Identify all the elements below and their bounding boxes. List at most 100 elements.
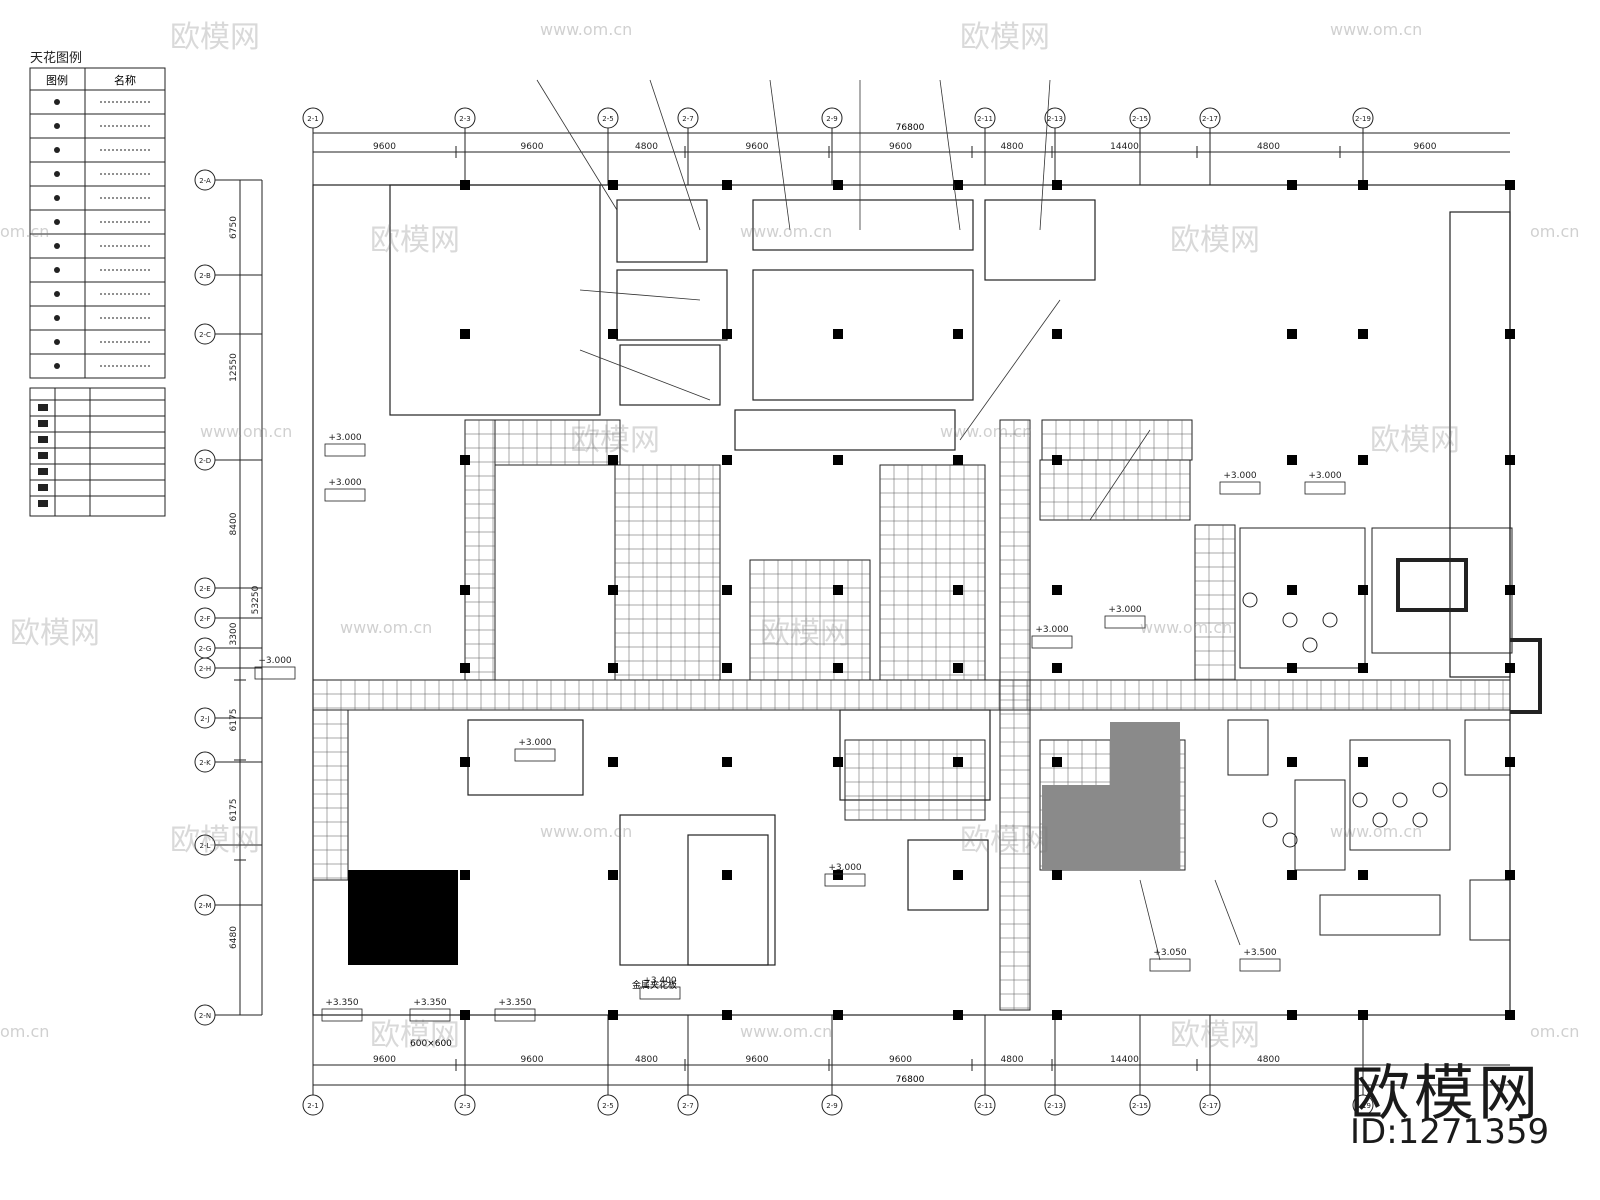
level-tag-box bbox=[254, 666, 296, 680]
ceiling-tile-zone bbox=[1194, 524, 1236, 681]
tile-size-note: 600×600 bbox=[410, 1039, 452, 1049]
dimension-label: 4800 bbox=[1001, 1055, 1024, 1065]
legend-header-symbol: 图例 bbox=[46, 73, 68, 87]
legend-symbol-icon bbox=[54, 243, 60, 249]
legend2-symbol-icon bbox=[38, 452, 48, 459]
structural-column bbox=[608, 455, 618, 465]
equipment-symbol bbox=[1262, 812, 1278, 828]
dimension-label: 6480 bbox=[229, 926, 239, 949]
structural-column bbox=[833, 585, 843, 595]
structural-column bbox=[1505, 180, 1515, 190]
structural-column bbox=[722, 870, 732, 880]
legend-symbol-icon bbox=[54, 219, 60, 225]
structural-column bbox=[1052, 329, 1062, 339]
structural-column bbox=[460, 329, 470, 339]
structural-column bbox=[1287, 757, 1297, 767]
level-tag-label: +3.000 bbox=[828, 863, 862, 873]
structural-column bbox=[1287, 180, 1297, 190]
structural-column bbox=[1358, 1010, 1368, 1020]
level-tag-label: +3.500 bbox=[1243, 948, 1277, 958]
grid-bubble-label: 2-9 bbox=[826, 115, 837, 123]
structural-column bbox=[722, 1010, 732, 1020]
dimension-label: 12550 bbox=[229, 353, 239, 382]
structural-column bbox=[833, 870, 843, 880]
structural-column bbox=[1287, 1010, 1297, 1020]
level-tag-label: +3.050 bbox=[1153, 948, 1187, 958]
dimension-label: 9600 bbox=[373, 1055, 396, 1065]
level-tag-box bbox=[1219, 481, 1261, 495]
level-tag-label: +3.000 bbox=[1035, 625, 1069, 635]
structural-column bbox=[1052, 663, 1062, 673]
grid-bubble-label: 2-7 bbox=[682, 115, 693, 123]
level-tag-label: +3.400 bbox=[643, 976, 677, 986]
legend2-symbol-icon bbox=[38, 436, 48, 443]
equipment-symbol bbox=[1432, 782, 1448, 798]
structural-column bbox=[460, 585, 470, 595]
legend-symbol-icon bbox=[54, 291, 60, 297]
equipment-symbol bbox=[1322, 612, 1338, 628]
legend-title: 天花图例 bbox=[30, 51, 83, 66]
ceiling-tile-zone bbox=[879, 464, 986, 681]
dimension-label: 9600 bbox=[521, 142, 544, 152]
brand-logo-text: 欧模网 bbox=[1350, 1059, 1542, 1129]
ceiling-tile-zone bbox=[844, 739, 986, 821]
structural-column bbox=[833, 663, 843, 673]
equipment-symbol bbox=[1392, 792, 1408, 808]
equipment-symbol bbox=[1412, 812, 1428, 828]
grid-bubble-label: 2-5 bbox=[602, 115, 613, 123]
structural-column bbox=[833, 757, 843, 767]
structural-column bbox=[608, 585, 618, 595]
structural-column bbox=[460, 870, 470, 880]
level-tag-label: +3.350 bbox=[413, 998, 447, 1008]
tile-zone-border bbox=[614, 464, 721, 681]
legend-symbol-icon bbox=[54, 147, 60, 153]
level-tag-box bbox=[409, 1008, 451, 1022]
grid-bubble-top bbox=[1199, 107, 1221, 129]
structural-column bbox=[1505, 757, 1515, 767]
grid-bubble-top bbox=[597, 107, 619, 129]
grid-bubble-label: 2-G bbox=[199, 645, 212, 653]
structural-column bbox=[1287, 663, 1297, 673]
level-tag-label: +3.000 bbox=[328, 433, 362, 443]
equipment-symbol bbox=[1282, 832, 1298, 848]
grid-bubble-bottom bbox=[454, 1094, 476, 1116]
ceiling-tile-zone bbox=[464, 419, 496, 681]
grid-bubble-label: 2-E bbox=[199, 585, 210, 593]
dimension-total-bottom: 76800 bbox=[896, 1075, 925, 1085]
ceiling-tile-zone bbox=[749, 559, 871, 681]
tile-zone-border bbox=[312, 709, 349, 881]
legend2-symbol-icon bbox=[38, 404, 48, 411]
equipment-symbol bbox=[1372, 812, 1388, 828]
structural-column bbox=[1287, 329, 1297, 339]
structural-column bbox=[722, 455, 732, 465]
dark-ceiling-area bbox=[348, 870, 458, 965]
legend2-symbol-icon bbox=[38, 500, 48, 507]
structural-column bbox=[953, 663, 963, 673]
structural-column bbox=[1287, 870, 1297, 880]
legend-symbol-icon bbox=[54, 267, 60, 273]
structural-column bbox=[1358, 455, 1368, 465]
tile-zone-border bbox=[464, 419, 496, 681]
structural-column bbox=[1287, 585, 1297, 595]
grid-bubble-label: 2-1 bbox=[307, 115, 318, 123]
structural-column bbox=[1358, 757, 1368, 767]
structural-column bbox=[1358, 663, 1368, 673]
tile-zone-border bbox=[494, 419, 621, 466]
grid-bubble-label: 2-7 bbox=[682, 1102, 693, 1110]
dimension-label: 9600 bbox=[373, 142, 396, 152]
structural-column bbox=[1052, 180, 1062, 190]
level-tag-box bbox=[824, 873, 866, 887]
grid-bubble-label: 2-H bbox=[199, 665, 211, 673]
structural-column bbox=[608, 329, 618, 339]
dimension-label: 14400 bbox=[1110, 142, 1139, 152]
legend2-symbol-icon bbox=[38, 420, 48, 427]
level-tag-label: +3.000 bbox=[1223, 471, 1257, 481]
structural-column bbox=[1505, 663, 1515, 673]
building-outline bbox=[312, 184, 1511, 1016]
structural-column bbox=[722, 757, 732, 767]
ceiling-tile-zone bbox=[312, 679, 1511, 711]
note-gold-ceiling: 金属夹花板 bbox=[632, 979, 677, 991]
legend-table bbox=[29, 67, 166, 517]
structural-column bbox=[1052, 585, 1062, 595]
